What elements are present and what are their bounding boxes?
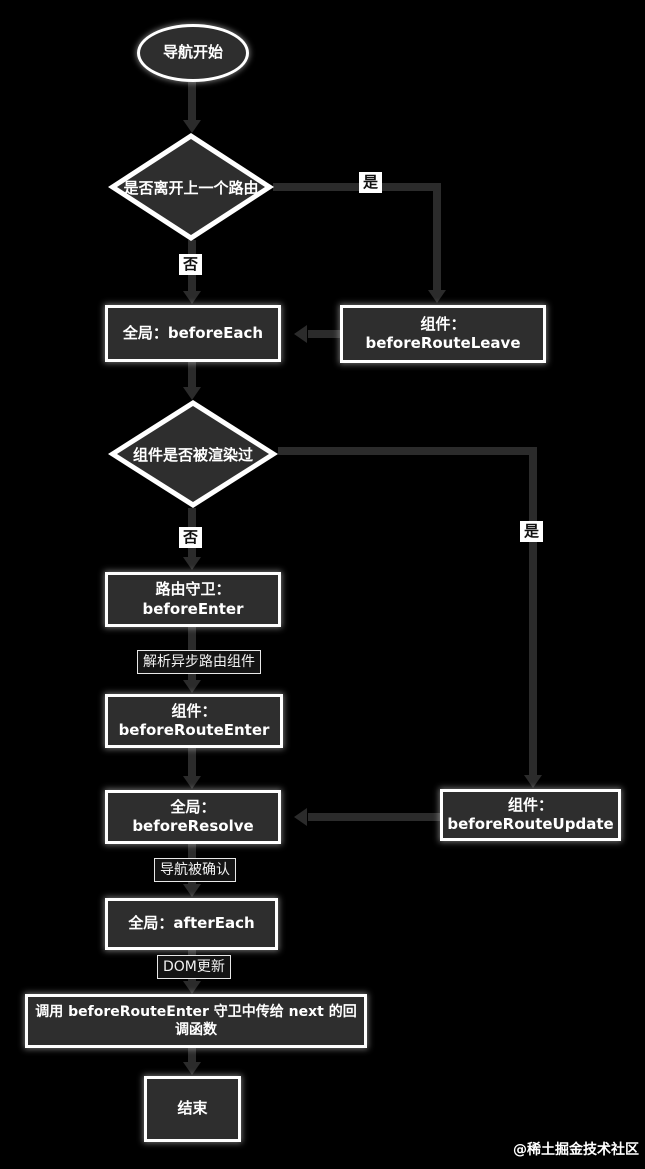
connector-decision2-yes-vertical [529,447,537,777]
arrowhead-down-icon [183,120,201,133]
connector-callback-to-end [188,1048,196,1064]
arrowhead-down-icon [428,290,446,303]
node-before-route-enter: 组件：beforeRouteEnter [105,694,283,748]
node-start-label: 导航开始 [162,43,223,62]
node-decision-leave-route-label: 是否离开上一个路由 [123,178,259,197]
arrowhead-left-icon [294,325,307,343]
arrowhead-down-icon [183,680,201,693]
arrowhead-left-icon [294,808,307,826]
edge-label-no-2: 否 [179,527,203,548]
edge-label-dom-update: DOM更新 [157,955,231,979]
node-before-route-update-label: 组件：beforeRouteUpdate [447,795,614,834]
node-end: 结束 [144,1076,241,1142]
node-before-route-leave: 组件：beforeRouteLeave [340,305,546,363]
node-before-each-label: 全局：beforeEach [122,323,264,342]
node-before-route-enter-label: 组件：beforeRouteEnter [118,701,270,740]
node-decision-component-rendered: 组件是否被渲染过 [108,400,278,508]
edge-label-yes-1: 是 [359,172,383,193]
node-end-label: 结束 [177,1099,208,1118]
node-decision-leave-route: 是否离开上一个路由 [108,133,274,241]
arrowhead-down-icon [183,387,201,400]
edge-label-no-1: 否 [179,254,203,275]
node-after-each: 全局：afterEach [105,898,278,950]
node-before-resolve: 全局：beforeResolve [105,790,281,844]
connector-decision1-yes-vertical [433,183,441,292]
arrowhead-down-icon [524,775,542,788]
connector-beforerouteenter-to-beforeresolve [188,748,196,778]
node-before-resolve-label: 全局：beforeResolve [132,797,254,836]
edge-label-resolve-async: 解析异步路由组件 [137,650,261,674]
arrowhead-down-icon [183,557,201,570]
node-start: 导航开始 [137,24,249,82]
watermark-text: @稀土掘金技术社区 [513,1142,639,1158]
connector-routeleave-to-beforeeach [308,330,340,338]
edge-label-yes-2: 是 [520,521,544,542]
node-before-enter-label: 路由守卫：beforeEnter [142,580,244,618]
connector-decision1-yes-horizontal [273,183,441,191]
node-before-enter: 路由守卫：beforeEnter [105,572,281,627]
node-before-route-update: 组件：beforeRouteUpdate [440,789,621,841]
node-decision-component-rendered-label: 组件是否被渲染过 [132,445,253,464]
node-before-each: 全局：beforeEach [105,305,281,362]
arrowhead-down-icon [183,884,201,897]
arrowhead-down-icon [183,776,201,789]
node-before-route-leave-label: 组件：beforeRouteLeave [365,314,521,353]
arrowhead-down-icon [183,1062,201,1075]
arrowhead-down-icon [183,291,201,304]
connector-decision2-yes-horizontal [278,447,537,455]
node-next-callback-label: 调用 beforeRouteEnter 守卫中传给 next 的回调函数 [35,1003,357,1038]
node-next-callback: 调用 beforeRouteEnter 守卫中传给 next 的回调函数 [25,994,367,1048]
arrowhead-down-icon [183,981,201,994]
connector-routeupdate-to-beforeresolve [308,813,440,821]
edge-label-nav-confirmed: 导航被确认 [154,858,236,882]
connector-start-to-decision1 [188,82,196,122]
connector-beforeeach-to-decision2 [188,362,196,390]
node-after-each-label: 全局：afterEach [128,914,255,933]
